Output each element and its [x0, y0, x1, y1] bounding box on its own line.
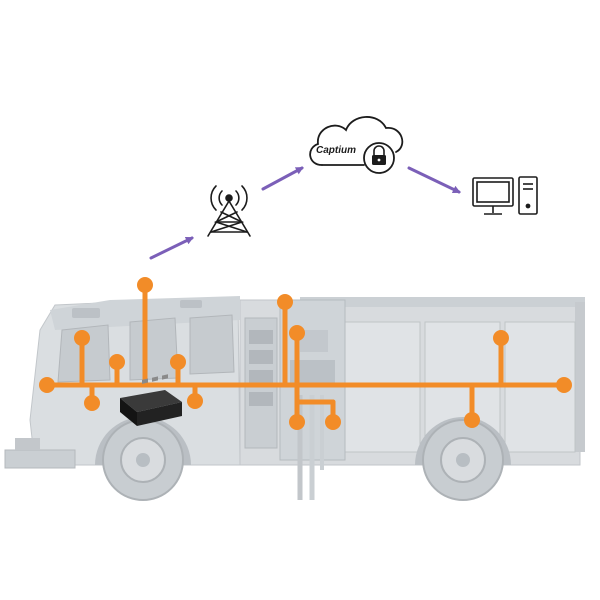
network-node: [289, 325, 305, 341]
data-flow-arrows: [149, 166, 461, 260]
network-node: [464, 412, 480, 428]
network-node: [74, 330, 90, 346]
cloud-lock-icon: Captium: [309, 116, 404, 174]
desktop-computer-icon: [472, 176, 538, 215]
network-node: [109, 354, 125, 370]
network-node: [289, 414, 305, 430]
network-node: [493, 330, 509, 346]
telematics-device-icon: [120, 374, 182, 426]
network-node: [187, 393, 203, 409]
network-node: [84, 395, 100, 411]
cell-tower-icon: [207, 185, 251, 237]
network-nodes: [39, 277, 572, 430]
arrow-tower-to-cloud: [261, 166, 304, 191]
cloud-brand-label: Captium: [316, 145, 356, 156]
network-node: [325, 414, 341, 430]
network-node: [170, 354, 186, 370]
arrow-truck-to-tower: [149, 236, 194, 260]
network-node: [39, 377, 55, 393]
arrow-cloud-to-computer: [407, 166, 461, 194]
network-node: [277, 294, 293, 310]
network-node: [556, 377, 572, 393]
network-node: [137, 277, 153, 293]
